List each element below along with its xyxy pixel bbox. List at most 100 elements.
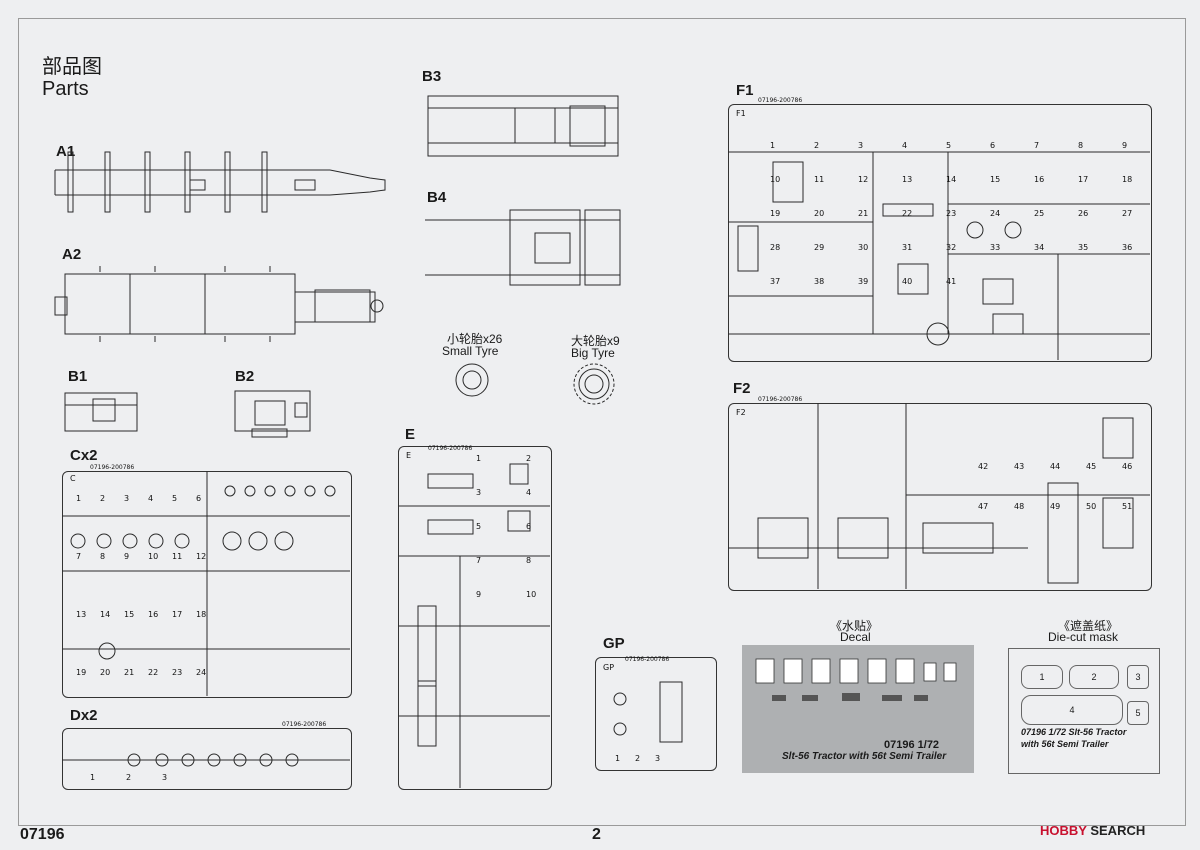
part-number-c-19: 19 <box>76 668 86 677</box>
sprue-b2-drawing <box>234 390 311 438</box>
part-number-f2-46: 46 <box>1122 462 1132 471</box>
part-number-d-1: 1 <box>90 773 95 782</box>
part-number-e-5: 5 <box>476 522 481 531</box>
part-number-f1-14: 14 <box>946 175 956 184</box>
part-number-c-17: 17 <box>172 610 182 619</box>
part-number-f2-44: 44 <box>1050 462 1060 471</box>
part-number-e-3: 3 <box>476 488 481 497</box>
part-number-f1-35: 35 <box>1078 243 1088 252</box>
sprue-f2-frame <box>728 403 1152 591</box>
sprue-gp-frame <box>595 657 717 771</box>
mask-piece-1: 1 <box>1021 665 1063 689</box>
part-number-f1-15: 15 <box>990 175 1000 184</box>
part-number-f1-2: 2 <box>814 141 819 150</box>
part-number-f1-13: 13 <box>902 175 912 184</box>
small-tyre-cn: 小轮胎x26 <box>447 332 503 346</box>
decal-line1: 07196 1/72 <box>884 739 940 751</box>
part-number-f1-38: 38 <box>814 277 824 286</box>
sprue-f1-code: 07196-200786 <box>758 97 802 104</box>
big-tyre-en: Big Tyre <box>571 346 615 360</box>
part-number-f1-41: 41 <box>946 277 956 286</box>
part-number-f1-27: 27 <box>1122 209 1132 218</box>
sprue-b1-drawing <box>64 392 138 432</box>
sprue-b3-drawing <box>427 95 619 157</box>
decal-graphics <box>755 658 957 701</box>
part-number-c-16: 16 <box>148 610 158 619</box>
part-number-f2-42: 42 <box>978 462 988 471</box>
mask-line1: 07196 1/72 Slt-56 Tractor <box>1021 727 1127 737</box>
sprue-d-code: 07196-200786 <box>282 721 326 728</box>
sprue-f1-frame <box>728 104 1152 362</box>
mask-title-en: Die-cut mask <box>1048 630 1119 644</box>
part-number-c-6: 6 <box>196 494 201 503</box>
decal-title-en: Decal <box>840 630 871 644</box>
part-number-f2-43: 43 <box>1014 462 1024 471</box>
part-number-f1-39: 39 <box>858 277 868 286</box>
part-number-c-5: 5 <box>172 494 177 503</box>
sprue-f2-code: 07196-200786 <box>758 396 802 403</box>
decal-sheet: 07196 1/72 Slt-56 Tractor with 56t Semi … <box>742 645 974 773</box>
sprue-f1-tab: F1 <box>736 109 746 118</box>
part-number-f1-17: 17 <box>1078 175 1088 184</box>
part-number-e-2: 2 <box>526 454 531 463</box>
part-number-f1-18: 18 <box>1122 175 1132 184</box>
part-number-f1-11: 11 <box>814 175 824 184</box>
part-number-c-4: 4 <box>148 494 153 503</box>
part-number-f1-10: 10 <box>770 175 780 184</box>
part-number-f1-24: 24 <box>990 209 1000 218</box>
part-number-c-15: 15 <box>124 610 134 619</box>
part-number-f1-36: 36 <box>1122 243 1132 252</box>
title-en: Parts <box>42 78 89 100</box>
part-number-f1-21: 21 <box>858 209 868 218</box>
part-number-c-23: 23 <box>172 668 182 677</box>
part-number-f1-9: 9 <box>1122 141 1127 150</box>
page-border <box>18 18 1186 826</box>
label-b1: B1 <box>68 368 88 385</box>
label-d: Dx2 <box>70 707 98 724</box>
label-gp: GP <box>603 635 625 652</box>
label-b3: B3 <box>422 68 442 85</box>
mask-piece-5: 5 <box>1127 701 1149 725</box>
label-e: E <box>405 426 416 443</box>
part-number-f1-5: 5 <box>946 141 951 150</box>
sprue-e-code: 07196-200786 <box>428 445 472 452</box>
part-number-f1-37: 37 <box>770 277 780 286</box>
part-number-c-7: 7 <box>76 552 81 561</box>
sprue-a1-drawing <box>54 151 386 213</box>
part-number-f1-8: 8 <box>1078 141 1083 150</box>
part-number-f1-6: 6 <box>990 141 995 150</box>
watermark-brand-b: SEARCH <box>1090 823 1146 838</box>
part-number-f1-26: 26 <box>1078 209 1088 218</box>
label-a2: A2 <box>62 246 82 263</box>
mask-piece-2: 2 <box>1069 665 1119 689</box>
sprue-c-tab: C <box>70 474 76 483</box>
part-number-f2-45: 45 <box>1086 462 1096 471</box>
sprue-e-frame <box>398 446 552 790</box>
mask-line2: with 56t Semi Trailer <box>1021 739 1109 749</box>
part-number-f1-32: 32 <box>946 243 956 252</box>
part-number-c-8: 8 <box>100 552 105 561</box>
part-number-f1-16: 16 <box>1034 175 1044 184</box>
title-cn: 部品图 <box>42 56 102 78</box>
part-number-f1-28: 28 <box>770 243 780 252</box>
part-number-f1-34: 34 <box>1034 243 1044 252</box>
decal-title-cn: 《水贴》 <box>830 619 879 633</box>
part-number-d-2: 2 <box>126 773 131 782</box>
part-number-e-10: 10 <box>526 590 536 599</box>
part-number-c-10: 10 <box>148 552 158 561</box>
part-number-c-24: 24 <box>196 668 206 677</box>
part-number-c-2: 2 <box>100 494 105 503</box>
decal-line2: Slt-56 Tractor with 56t Semi Trailer <box>782 751 947 762</box>
part-number-f1-19: 19 <box>770 209 780 218</box>
part-number-c-9: 9 <box>124 552 129 561</box>
label-a1: A1 <box>56 143 76 160</box>
sprue-f2-tab: F2 <box>736 408 746 417</box>
part-number-f2-47: 47 <box>978 502 988 511</box>
sprue-a2-drawing <box>54 266 384 342</box>
part-number-f1-29: 29 <box>814 243 824 252</box>
sprue-gp-tab: GP <box>603 663 614 672</box>
part-number-f1-25: 25 <box>1034 209 1044 218</box>
